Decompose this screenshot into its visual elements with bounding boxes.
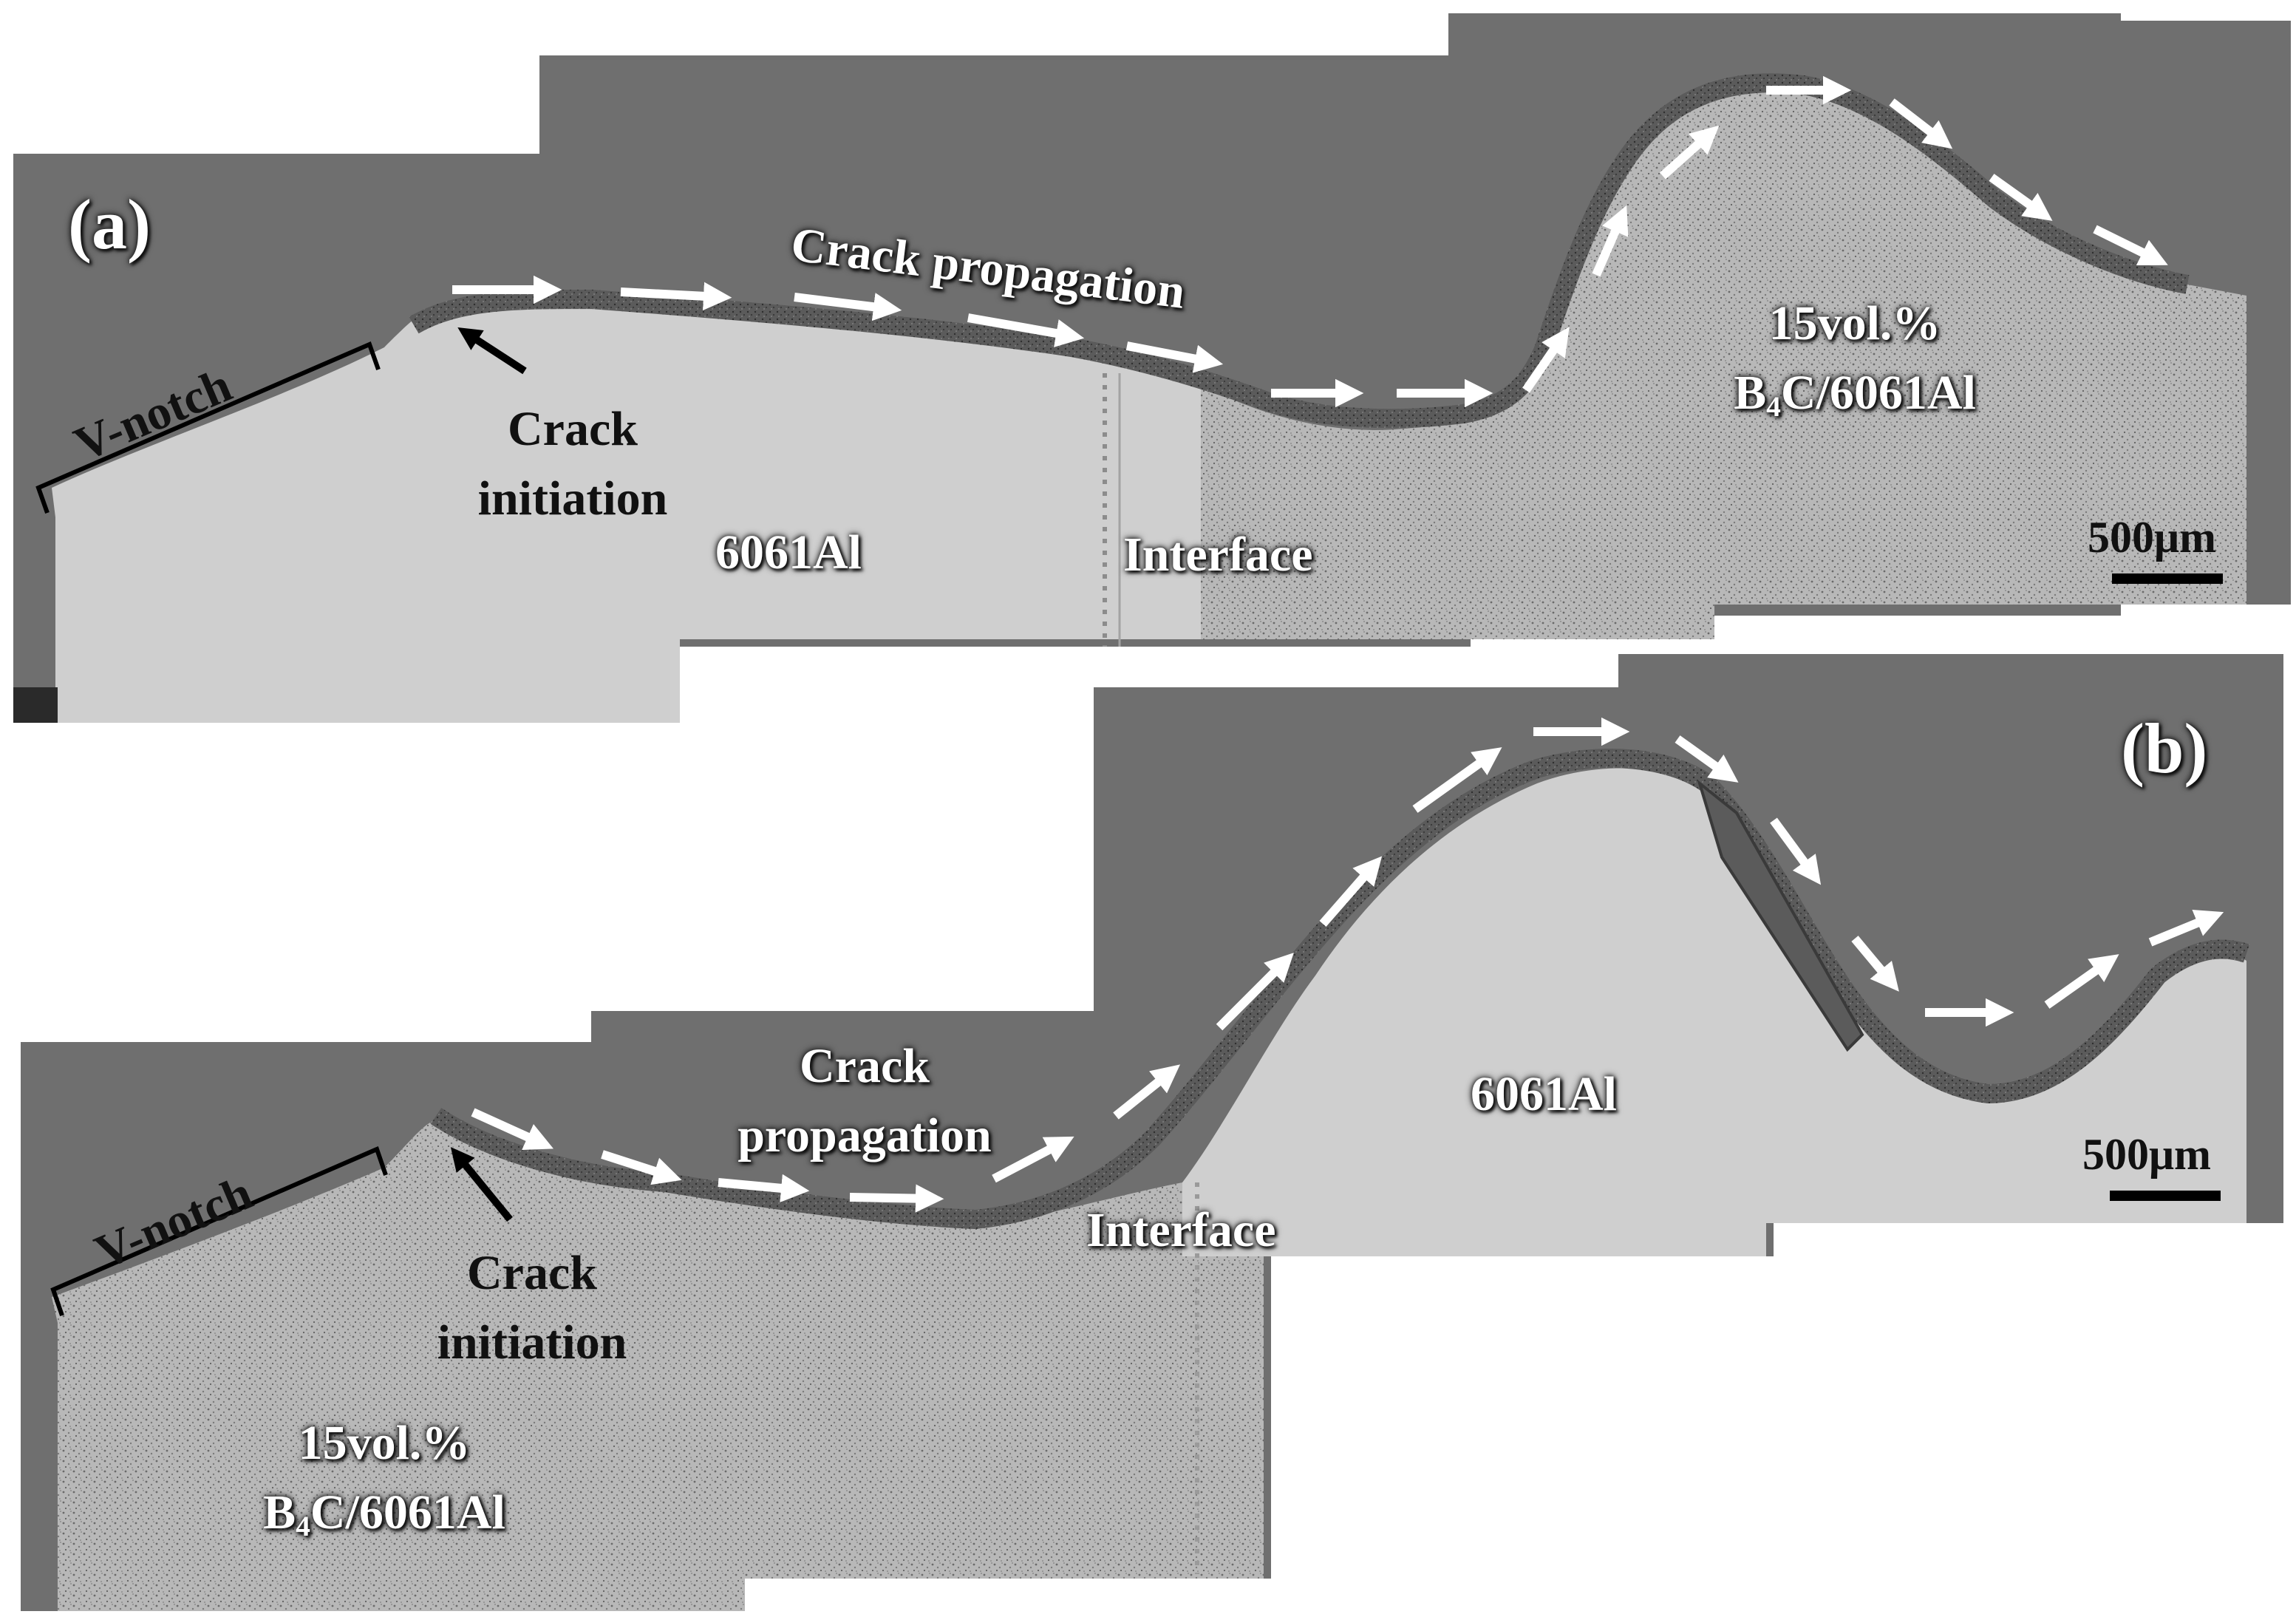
arrow bbox=[1592, 205, 1629, 277]
panel-b-fracture-fragment bbox=[1697, 779, 1864, 1052]
panel-b-aluminum-region bbox=[1182, 768, 2246, 1256]
panel-b-crack-initiation-line2: initiation bbox=[437, 1315, 627, 1369]
arrow bbox=[1216, 953, 1294, 1031]
panel-b-interface-label: Interface bbox=[1086, 1203, 1276, 1257]
panel-a-crack-initiation-label: Crack initiation bbox=[454, 405, 691, 523]
panel-b-letter: (b) bbox=[2121, 709, 2208, 788]
arrow bbox=[601, 1150, 682, 1185]
panel-a-right-material-line1: 15vol.% bbox=[1768, 296, 1941, 350]
formula-suffix: C/6061Al bbox=[1780, 366, 1976, 420]
arrow bbox=[1125, 341, 1224, 373]
arrow bbox=[1770, 817, 1822, 885]
panel-a-initiation-pointer bbox=[457, 327, 527, 375]
arrow bbox=[1660, 125, 1720, 180]
arrow bbox=[1989, 174, 2053, 221]
panel-b-crack-initiation-line1: Crack bbox=[467, 1246, 597, 1300]
formula-subscript: 4 bbox=[1766, 389, 1781, 423]
arrow bbox=[1522, 327, 1570, 393]
panel-b-propagation-arrows bbox=[471, 717, 2224, 1213]
panel-b bbox=[21, 654, 2283, 1611]
panel-a-edge-stub bbox=[13, 687, 58, 723]
panel-a-left-material-label: 6061Al bbox=[715, 525, 862, 579]
formula-suffix: C/6061Al bbox=[310, 1485, 505, 1539]
panel-a bbox=[13, 13, 2291, 723]
arrow bbox=[967, 313, 1085, 347]
arrow bbox=[1851, 936, 1899, 992]
panel-b-crack-propagation-label: Crack propagation bbox=[709, 1042, 1020, 1160]
panel-b-vnotch-bracket bbox=[50, 1145, 388, 1316]
formula-prefix: B bbox=[1734, 366, 1767, 420]
panel-a-interface-label: Interface bbox=[1123, 528, 1313, 582]
panel-b-left-material-line1: 15vol.% bbox=[298, 1416, 471, 1470]
panel-a-letter: (a) bbox=[68, 185, 151, 264]
arrow bbox=[471, 1108, 553, 1150]
arrow bbox=[1319, 856, 1383, 927]
panel-a-right-material-label: 15vol.% B4C/6061Al bbox=[1714, 299, 1995, 421]
arrow bbox=[849, 1184, 944, 1213]
panel-a-right-material-line2: B4C/6061Al bbox=[1714, 369, 1995, 421]
arrow bbox=[2044, 954, 2119, 1009]
arrow bbox=[718, 1174, 810, 1202]
arrow bbox=[992, 1136, 1074, 1183]
panel-b-crack-propagation-line1: Crack bbox=[800, 1039, 930, 1093]
formula-subscript: 4 bbox=[296, 1509, 310, 1542]
panel-a-aluminum-region bbox=[52, 299, 1201, 723]
arrow bbox=[794, 293, 902, 321]
panel-a-vnotch-bracket bbox=[35, 341, 381, 514]
panel-a-composite-region bbox=[1201, 89, 2246, 639]
panel-a-propagation-arrows bbox=[452, 75, 2168, 408]
panel-b-scale-label: 500μm bbox=[2082, 1130, 2211, 1179]
panel-a-scale-label: 500μm bbox=[2088, 513, 2216, 562]
panel-a-crack-initiation-line1: Crack bbox=[508, 402, 638, 456]
arrow bbox=[1113, 1064, 1180, 1120]
panel-b-composite-region bbox=[52, 1119, 1264, 1611]
panel-b-crack-initiation-label: Crack initiation bbox=[410, 1249, 654, 1367]
panel-a-crack-initiation-line2: initiation bbox=[477, 472, 668, 525]
arrow bbox=[1889, 98, 1953, 149]
panel-b-initiation-pointer bbox=[450, 1147, 513, 1222]
arrow bbox=[620, 282, 732, 310]
panel-b-left-material-label: 15vol.% B4C/6061Al bbox=[244, 1419, 525, 1541]
arrow bbox=[2148, 910, 2224, 947]
panel-b-left-material-line2: B4C/6061Al bbox=[244, 1488, 525, 1541]
panel-b-crack-propagation-line2: propagation bbox=[737, 1109, 992, 1162]
arrow bbox=[1412, 747, 1502, 813]
panel-a-crack-layer bbox=[409, 73, 2190, 429]
formula-prefix: B bbox=[263, 1485, 296, 1539]
panel-b-right-material-label: 6061Al bbox=[1471, 1067, 1617, 1121]
arrow bbox=[1675, 735, 1739, 783]
panel-b-crack-layer bbox=[430, 749, 2250, 1229]
arrow bbox=[2093, 225, 2168, 266]
